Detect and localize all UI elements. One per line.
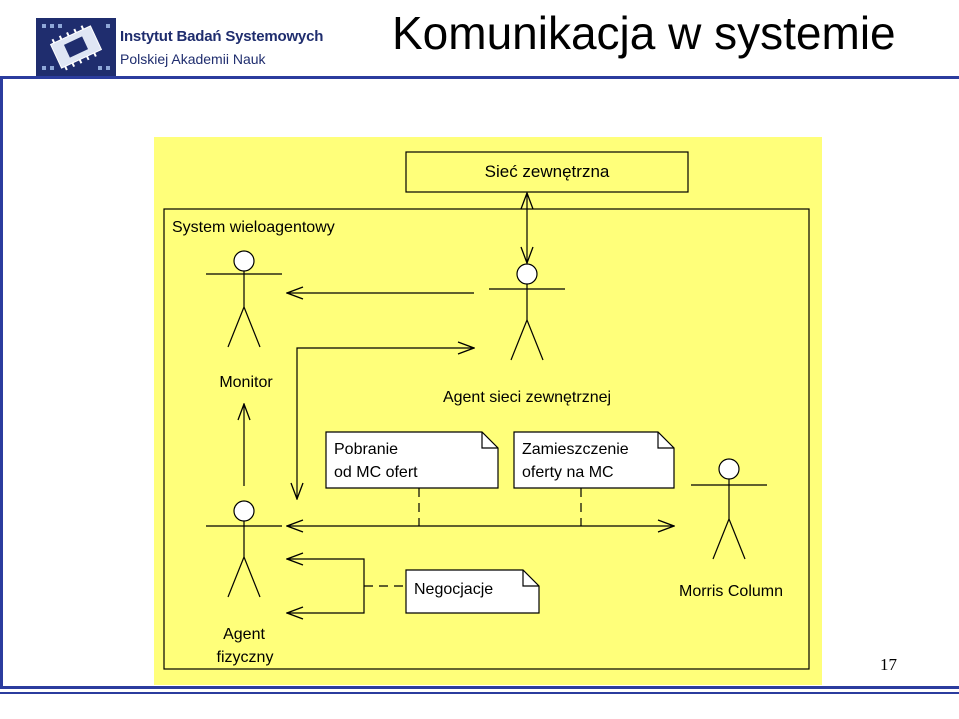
external-network-box xyxy=(405,151,689,193)
physical-agent-label-line1: Agent xyxy=(223,626,265,643)
system-label: System wieloagentowy xyxy=(172,219,335,236)
communication-diagram: Sieć zewnętrzna System wieloagentowy Mon… xyxy=(154,137,822,685)
morris-column-actor xyxy=(691,458,767,560)
logo-text-line1: Instytut Badań Systemowych xyxy=(120,28,324,45)
chip-logo-icon xyxy=(36,18,116,76)
institute-logo: Instytut Badań Systemowych Polskiej Akad… xyxy=(36,18,346,76)
monitor-label: Monitor xyxy=(219,374,273,391)
physical-agent-label-line2: fizyczny xyxy=(217,649,274,666)
system-boundary xyxy=(163,208,810,670)
post-note xyxy=(513,431,675,489)
post-note-line2: oferty na MC xyxy=(522,464,614,481)
header-rule xyxy=(0,76,959,79)
page-number: 17 xyxy=(880,655,897,674)
external-agent-actor xyxy=(489,263,565,361)
external-network-label: Sieć zewnętrzna xyxy=(485,162,610,181)
logo-text-line2: Polskiej Akademii Nauk xyxy=(120,51,266,67)
post-note-line1: Zamieszczenie xyxy=(522,441,629,458)
footer-rule xyxy=(0,686,959,689)
morris-column-label: Morris Column xyxy=(679,583,783,600)
download-note-line1: Pobranie xyxy=(334,441,398,458)
external-agent-label: Agent sieci zewnętrznej xyxy=(443,389,611,406)
footer-rule-secondary xyxy=(0,692,959,694)
negotiation-note xyxy=(405,569,540,614)
left-rule xyxy=(0,76,3,688)
monitor-actor xyxy=(206,250,282,348)
download-note xyxy=(325,431,499,489)
download-note-line2: od MC ofert xyxy=(334,464,418,481)
slide-title: Komunikacja w systemie xyxy=(392,7,896,59)
negotiation-note-label: Negocjacje xyxy=(414,581,493,598)
agents-exchange-arrow xyxy=(297,348,474,499)
physical-agent-actor xyxy=(206,500,282,598)
